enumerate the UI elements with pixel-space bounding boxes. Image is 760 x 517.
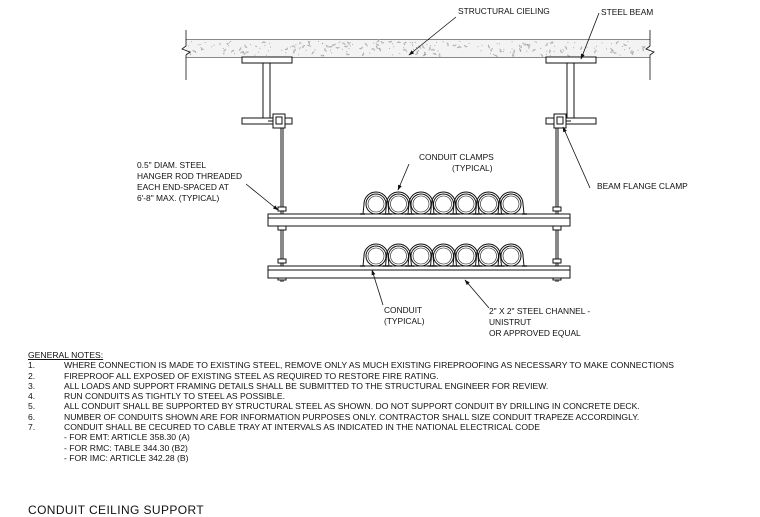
conduit xyxy=(405,191,437,215)
conduit xyxy=(450,191,482,215)
conduit-pipe xyxy=(388,245,409,267)
conduit-label: CONDUIT (TYPICAL) xyxy=(384,305,425,326)
conduit-pipe xyxy=(478,193,499,215)
conduit xyxy=(360,191,392,215)
conduit xyxy=(472,191,505,215)
svg-text:OR APPROVED EQUAL: OR APPROVED EQUAL xyxy=(489,328,581,338)
conduit xyxy=(427,191,460,215)
conduit xyxy=(427,243,460,267)
note-item: 5.ALL CONDUIT SHALL BE SUPPORTED BY STRU… xyxy=(28,401,640,412)
conduit-pipe xyxy=(500,193,522,215)
note-item: 2.FIREPROOF ALL EXPOSED OF EXISTING STEE… xyxy=(28,370,439,381)
hanger-rod-label: 0.5" DIAM. STEEL HANGER ROD THREADED EAC… xyxy=(137,160,242,203)
note-subitem: - FOR EMT: ARTICLE 358.30 (A) xyxy=(64,432,190,443)
conduit xyxy=(382,243,415,267)
note-item: 6.NUMBER OF CONDUITS SHOWN ARE FOR INFOR… xyxy=(28,411,640,422)
leader-lines xyxy=(245,12,600,309)
note-item: 3.ALL LOADS AND SUPPORT FRAMING DETAILS … xyxy=(28,380,549,391)
svg-text:CONDUIT CLAMPS: CONDUIT CLAMPS xyxy=(419,152,494,162)
svg-text:0.5" DIAM. STEEL: 0.5" DIAM. STEEL xyxy=(137,160,206,170)
conduit-pipe xyxy=(388,193,409,215)
svg-text:(TYPICAL): (TYPICAL) xyxy=(452,163,493,173)
conduit xyxy=(382,191,415,215)
conduit-pipe xyxy=(433,245,454,267)
conduit-clamp xyxy=(430,191,457,215)
conduit-clamp xyxy=(407,243,435,267)
conduit-clamp xyxy=(452,243,480,267)
svg-text:UNISTRUT: UNISTRUT xyxy=(489,317,531,327)
beam-flange-clamp-right xyxy=(553,113,571,129)
conduit-clamp xyxy=(497,191,525,215)
conduit-clamp xyxy=(385,243,412,267)
conduit-clamp xyxy=(497,243,525,267)
svg-text:6'-8" MAX. (TYPICAL): 6'-8" MAX. (TYPICAL) xyxy=(137,193,220,203)
steel-channel-lower xyxy=(267,265,571,279)
conduit-clamp xyxy=(475,243,502,267)
conduit-pipe xyxy=(365,245,387,267)
beam-flange-clamp-label: BEAM FLANGE CLAMP xyxy=(597,181,688,191)
conduit xyxy=(405,243,437,267)
conduit-pipe xyxy=(455,245,477,267)
conduit-support-detail: STRUCTURAL CIELING STEEL BEAM 0.5" DIAM.… xyxy=(137,6,688,338)
steel-beam-label: STEEL BEAM xyxy=(601,7,653,17)
conduit-clamp xyxy=(362,243,390,267)
note-item: 1.WHERE CONNECTION IS MADE TO EXISTING S… xyxy=(28,360,674,371)
conduit xyxy=(450,243,482,267)
svg-text:HANGER ROD THREADED: HANGER ROD THREADED xyxy=(137,171,242,181)
sheet-title: CONDUIT CEILING SUPPORT xyxy=(28,503,205,517)
structural-ceiling-slab xyxy=(181,30,655,80)
note-subitem: - FOR RMC: TABLE 344.30 (B2) xyxy=(64,442,188,453)
steel-channel-label: 2" X 2" STEEL CHANNEL - UNISTRUT OR APPR… xyxy=(489,306,590,338)
conduit-clamp xyxy=(362,191,390,215)
conduit-pipe xyxy=(500,245,522,267)
svg-text:2" X 2" STEEL CHANNEL -: 2" X 2" STEEL CHANNEL - xyxy=(489,306,590,316)
conduit-clamp xyxy=(385,191,412,215)
structural-ceiling-label: STRUCTURAL CIELING xyxy=(458,6,550,16)
conduit-clamp xyxy=(452,191,480,215)
beam-flange-clamp-left xyxy=(268,113,286,129)
conduit-pipe xyxy=(365,193,387,215)
general-notes: GENERAL NOTES: 1.WHERE CONNECTION IS MAD… xyxy=(28,350,674,463)
steel-beam-left xyxy=(241,56,293,125)
svg-text:EACH END-SPACED AT: EACH END-SPACED AT xyxy=(137,182,229,192)
note-list: 1.WHERE CONNECTION IS MADE TO EXISTING S… xyxy=(28,360,674,463)
conduit-pipe xyxy=(410,245,432,267)
conduit-clamps-label: CONDUIT CLAMPS (TYPICAL) xyxy=(419,152,494,173)
general-notes-title: GENERAL NOTES: xyxy=(28,350,104,360)
conduit-clamp xyxy=(430,243,457,267)
steel-channel-upper xyxy=(267,213,571,227)
conduit-pipe xyxy=(410,193,432,215)
note-subitem: - FOR IMC: ARTICLE 342.28 (B) xyxy=(64,452,189,463)
conduit xyxy=(472,243,505,267)
svg-text:(TYPICAL): (TYPICAL) xyxy=(384,316,425,326)
conduit xyxy=(360,243,392,267)
conduit-clamp xyxy=(475,191,502,215)
note-item: 4.RUN CONDUITS AS TIGHTLY TO STEEL AS PO… xyxy=(28,391,285,402)
note-item: 7.CONDUIT SHALL BE CECURED TO CABLE TRAY… xyxy=(28,422,540,433)
conduit-row-upper xyxy=(360,191,527,215)
conduit-clamp xyxy=(407,191,435,215)
conduit-pipe xyxy=(478,245,499,267)
conduit-row-lower xyxy=(360,243,527,267)
conduit xyxy=(495,191,527,215)
conduit-pipe xyxy=(433,193,454,215)
svg-text:CONDUIT: CONDUIT xyxy=(384,305,422,315)
conduit-pipe xyxy=(455,193,477,215)
conduit xyxy=(495,243,527,267)
